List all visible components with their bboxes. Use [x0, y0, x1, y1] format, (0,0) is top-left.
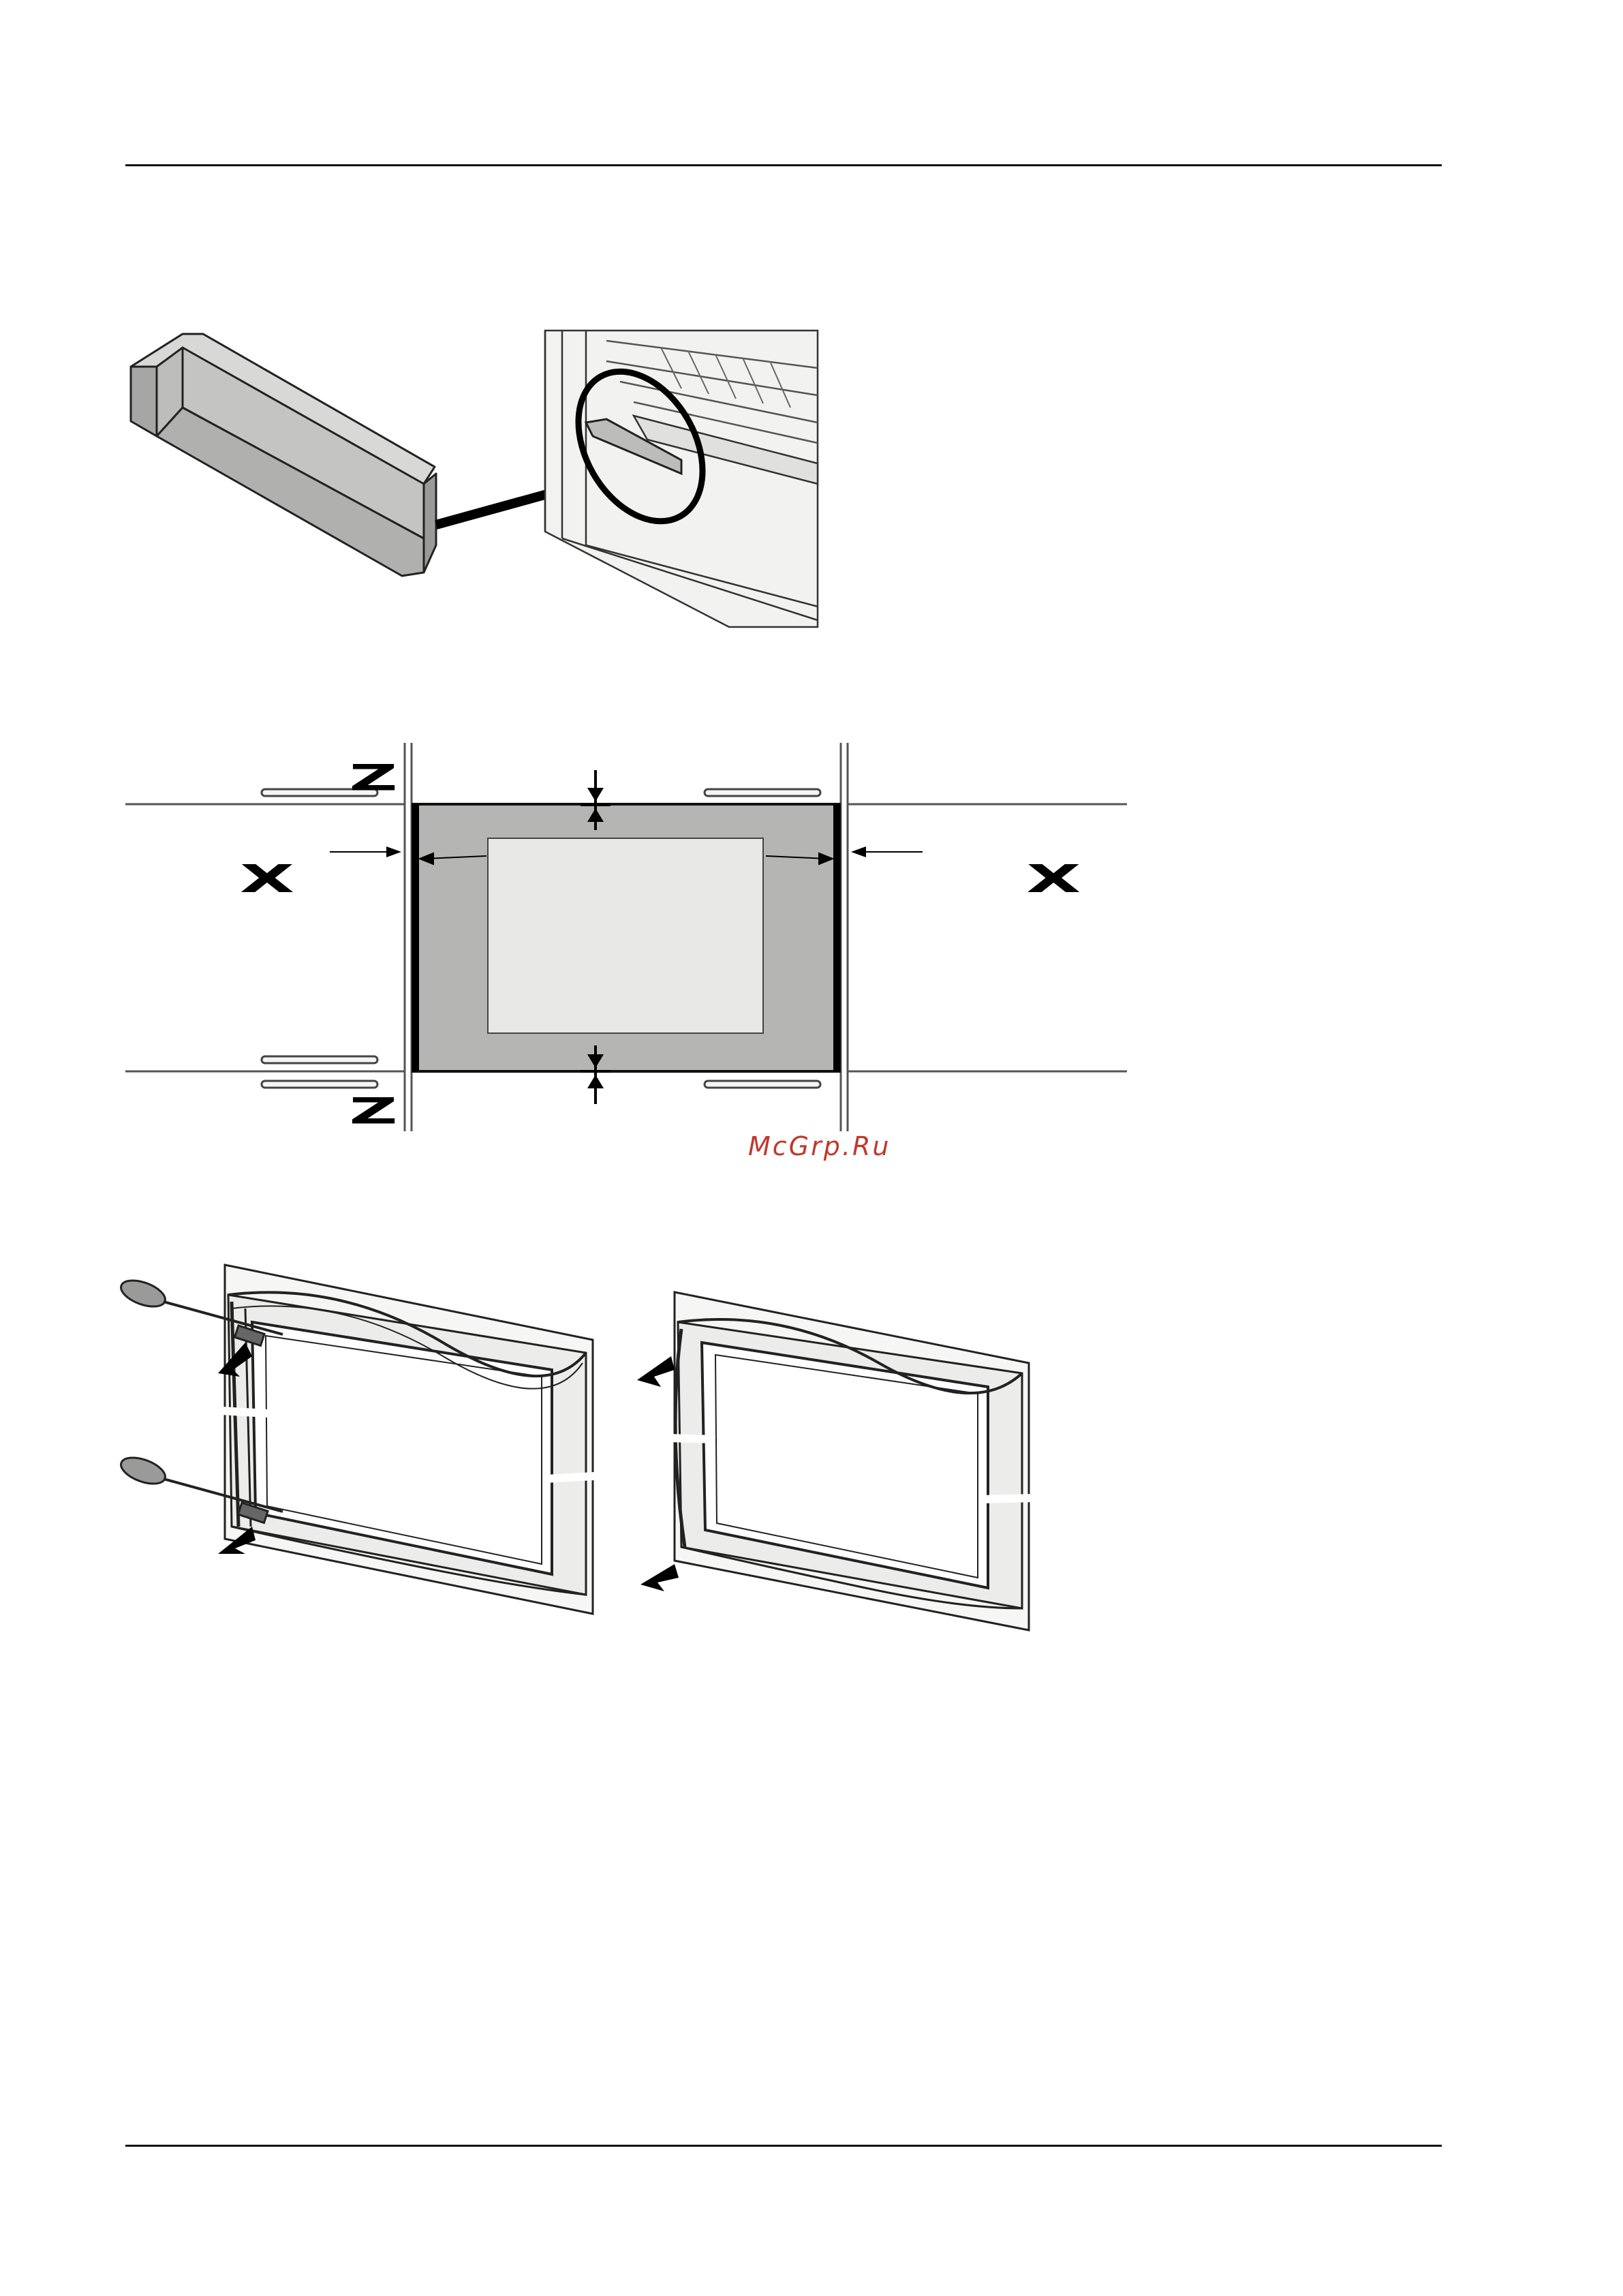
freezer-corner-icon: [545, 331, 818, 627]
x-label-left: X: [240, 857, 294, 902]
spacer-insert-figure: [116, 320, 838, 634]
z-label-top: Z: [349, 757, 397, 799]
z-label-bottom: Z: [349, 1090, 397, 1132]
x-label-right: X: [1026, 857, 1081, 902]
footer-rule: [125, 2145, 1442, 2147]
right-door-icon: [675, 1292, 1029, 1630]
door-inner-panel: [488, 838, 763, 1033]
x-gap-right: X: [851, 846, 1081, 902]
gasket-removal-figure: [116, 1254, 1042, 1636]
watermark-text: McGrp.Ru: [748, 1131, 891, 1161]
header-rule: [125, 164, 1442, 166]
spacer-block-icon: [131, 334, 436, 576]
gap-diagram-figure: X X Z Z: [125, 743, 1134, 1152]
pull-arrow-icon: [637, 1356, 679, 1591]
left-door-icon: [225, 1265, 593, 1614]
x-gap-left: X: [240, 846, 401, 902]
